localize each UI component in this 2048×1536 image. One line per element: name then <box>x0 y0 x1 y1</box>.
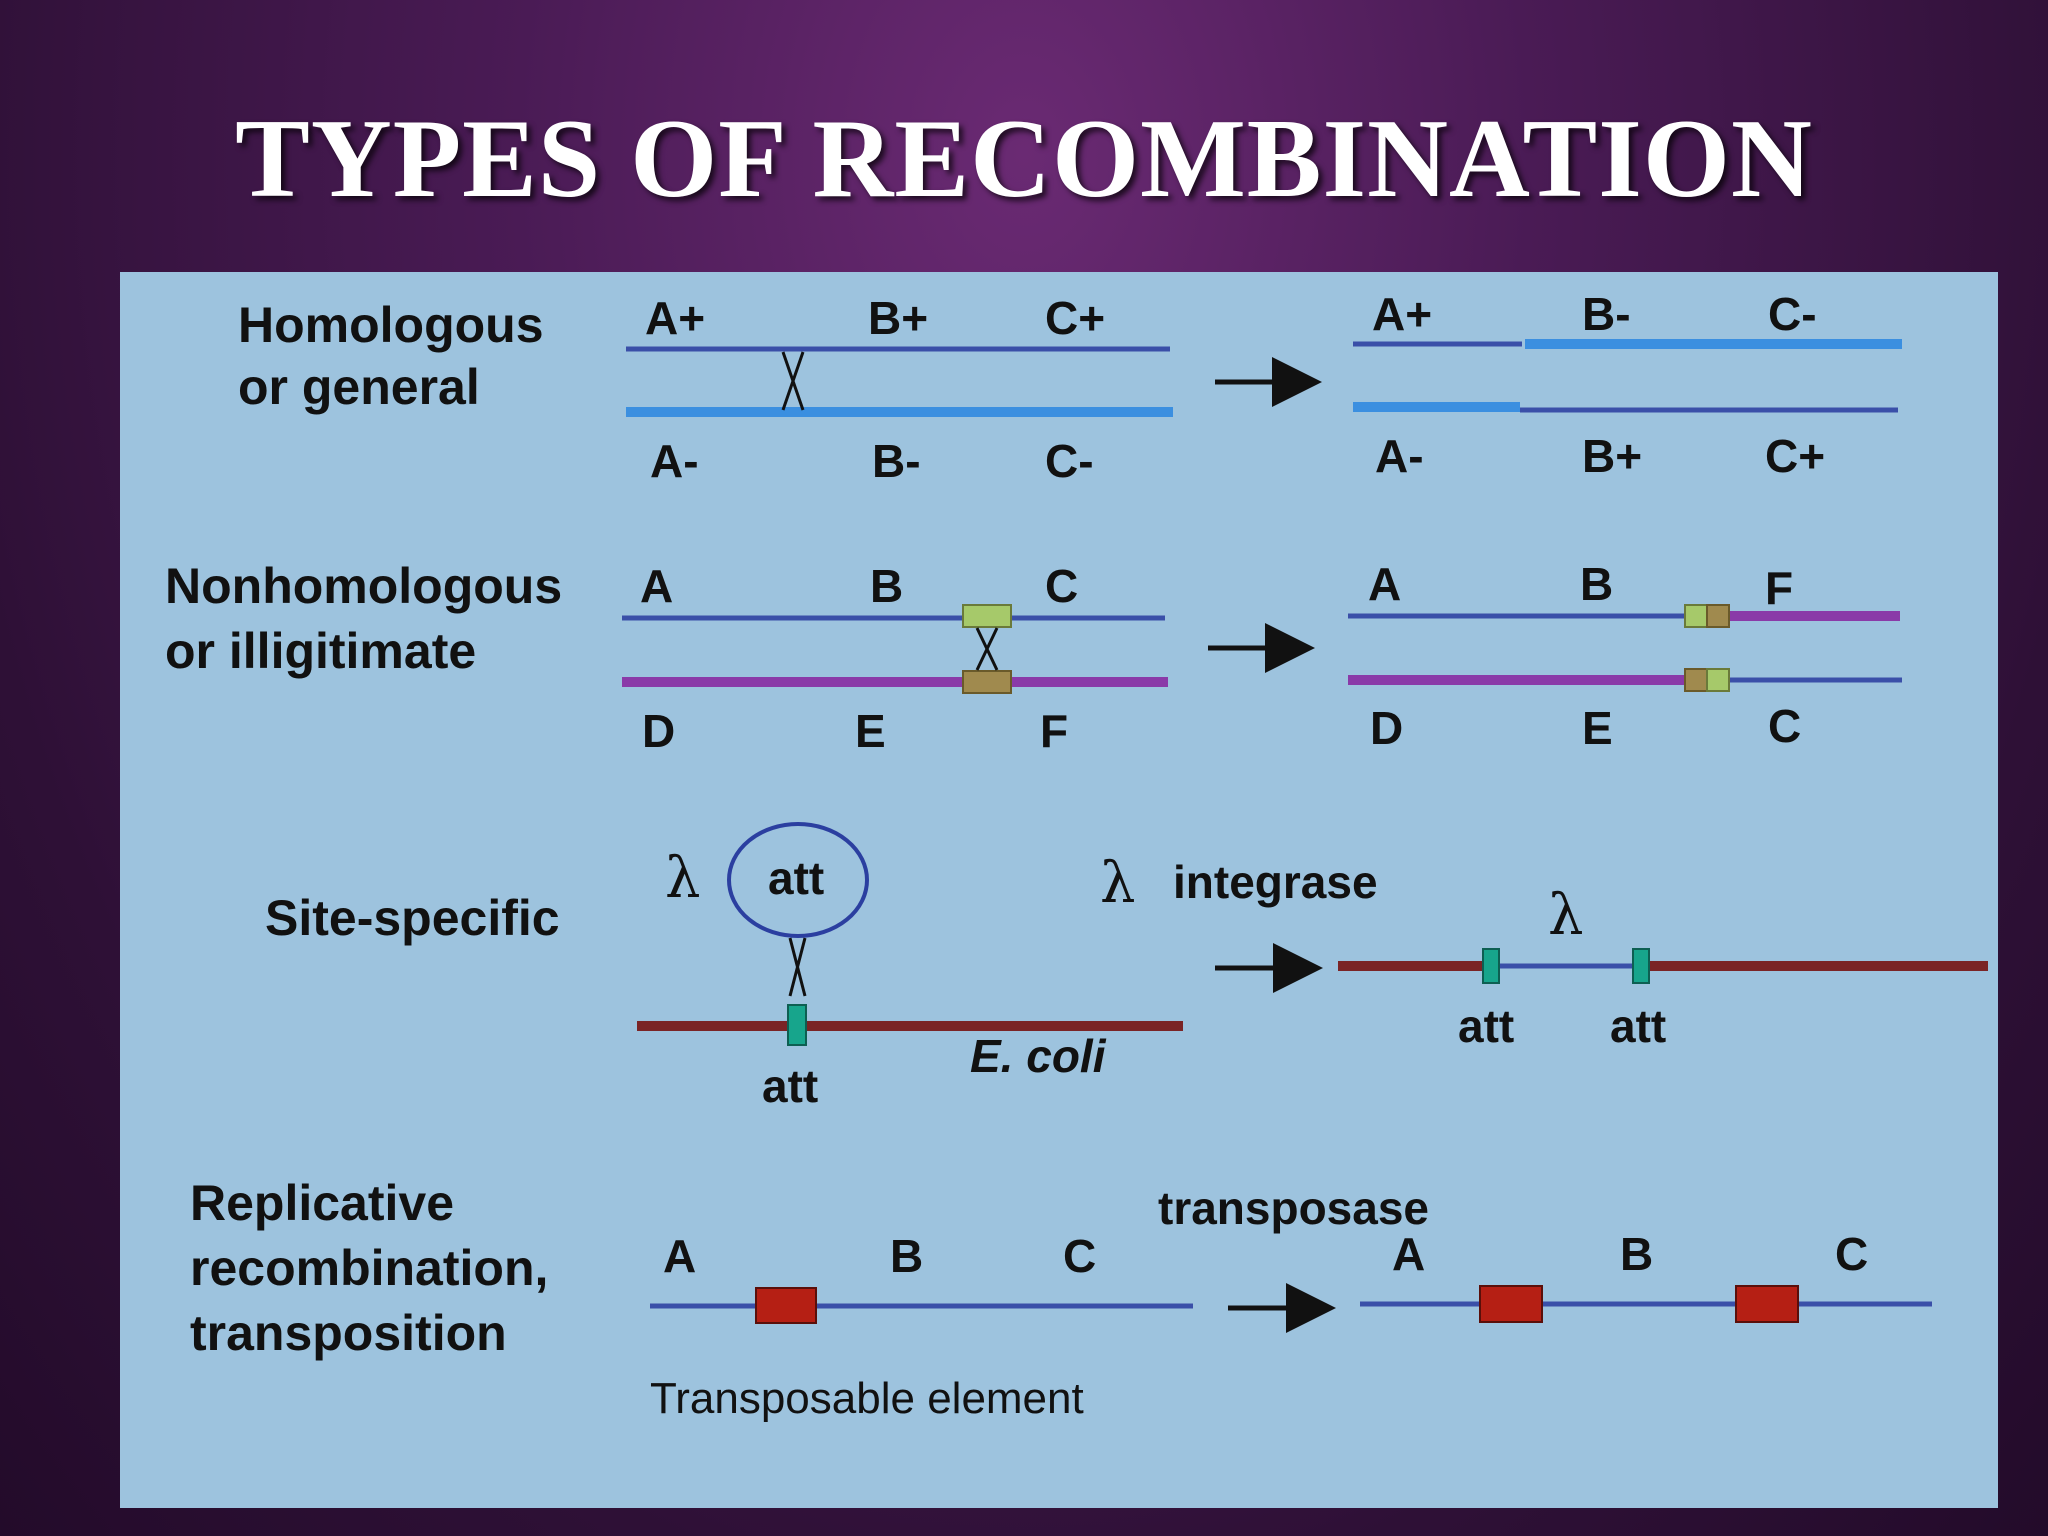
gene-label: A- <box>1375 430 1424 482</box>
gene-label: F <box>1765 562 1793 614</box>
gene-label: E <box>855 705 886 757</box>
slide-title: TYPES OF RECOMBINATION <box>235 97 1813 221</box>
gene-label: A+ <box>1372 288 1432 340</box>
lambda-symbol: λ <box>665 846 701 911</box>
gene-label: C <box>1768 700 1801 752</box>
transposable-element <box>1735 1285 1799 1323</box>
gene-label: F <box>1040 705 1068 757</box>
gene-label: C- <box>1045 435 1094 487</box>
gene-label: A- <box>650 435 699 487</box>
gene-label: B+ <box>868 292 928 344</box>
ecoli-label: E. coli <box>970 1030 1107 1082</box>
nonhomologous-label-line1: Nonhomologous <box>165 558 562 614</box>
gene-label: C <box>1045 560 1078 612</box>
gene-label: B <box>1620 1228 1653 1280</box>
recombination-site-box <box>1684 668 1708 692</box>
phage-circle <box>727 822 869 938</box>
site-specific-label: Site-specific <box>265 890 560 946</box>
gene-label: B <box>1580 558 1613 610</box>
homologous-row: Homologous or general A+ B+ C+ A- B- C- … <box>238 288 1902 487</box>
att-label: att <box>1458 1000 1514 1052</box>
gene-label: D <box>642 705 675 757</box>
site-specific-row: Site-specific λ att att E. coli λ integr… <box>265 822 1988 1112</box>
recombination-site-box <box>1684 604 1708 628</box>
gene-label: A <box>1392 1228 1425 1280</box>
recombination-site-box <box>962 604 1012 628</box>
gene-label: A <box>663 1230 696 1282</box>
recombination-site-box <box>1706 668 1730 692</box>
gene-label: A <box>640 560 673 612</box>
lambda-symbol: λ <box>1548 883 1584 948</box>
nonhomologous-label-line2: or illigitimate <box>165 623 476 679</box>
gene-label: B- <box>872 435 921 487</box>
replicative-row: Replicative recombination, transposition… <box>190 1175 1932 1423</box>
gene-label: C- <box>1768 288 1817 340</box>
homologous-label-line2: or general <box>238 359 480 415</box>
crossover-mark <box>788 937 807 997</box>
gene-label: B <box>890 1230 923 1282</box>
att-label: att <box>762 1060 818 1112</box>
replicative-label-line1: Replicative <box>190 1175 454 1231</box>
lambda-symbol: λ <box>1100 851 1136 916</box>
transposase-label: transposase <box>1158 1182 1429 1234</box>
crossover-mark <box>975 627 999 671</box>
crossover-mark <box>781 351 805 411</box>
gene-label: D <box>1370 702 1403 754</box>
transposable-element <box>1479 1285 1543 1323</box>
att-site <box>1482 948 1500 984</box>
replicative-label-line3: transposition <box>190 1305 507 1361</box>
nonhomologous-row: Nonhomologous or illigitimate A B C D E … <box>165 558 1902 757</box>
att-site <box>1632 948 1650 984</box>
gene-label: A <box>1368 558 1401 610</box>
recombination-site-box <box>1706 604 1730 628</box>
gene-label: B+ <box>1582 430 1642 482</box>
integrase-label: integrase <box>1173 856 1378 908</box>
transposable-element <box>755 1287 817 1324</box>
gene-label: C+ <box>1765 430 1825 482</box>
att-label: att <box>1610 1000 1666 1052</box>
att-label: att <box>768 852 824 904</box>
transposable-element-label: Transposable element <box>650 1374 1084 1423</box>
gene-label: B <box>870 560 903 612</box>
homologous-label-line1: Homologous <box>238 297 544 353</box>
gene-label: C+ <box>1045 292 1105 344</box>
diagram-panel: Homologous or general A+ B+ C+ A- B- C- … <box>120 272 1998 1508</box>
gene-label: C <box>1063 1230 1096 1282</box>
gene-label: A+ <box>645 292 705 344</box>
att-site <box>787 1004 807 1046</box>
recombination-diagram: Homologous or general A+ B+ C+ A- B- C- … <box>165 288 1988 1423</box>
gene-label: E <box>1582 702 1613 754</box>
replicative-label-line2: recombination, <box>190 1240 548 1296</box>
recombination-site-box <box>962 670 1012 694</box>
gene-label: B- <box>1582 288 1631 340</box>
gene-label: C <box>1835 1228 1868 1280</box>
